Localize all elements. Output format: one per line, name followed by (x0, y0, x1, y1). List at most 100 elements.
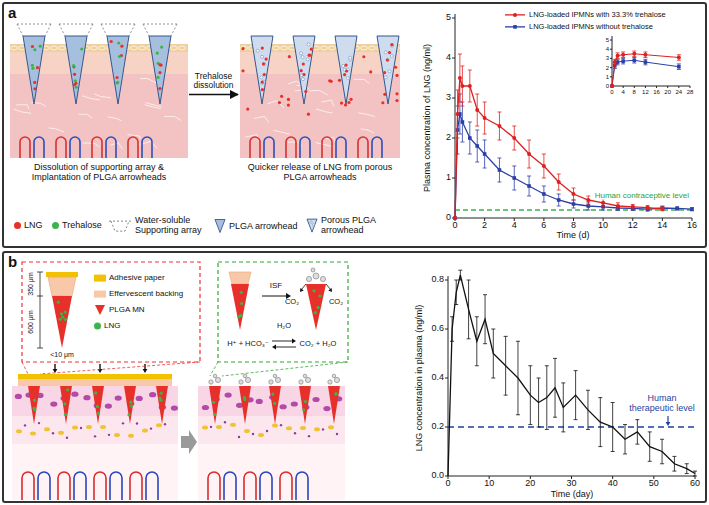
plga-arrowhead (107, 36, 129, 104)
error-cap (504, 336, 508, 337)
arrow-head (328, 288, 332, 292)
pore (261, 81, 264, 84)
drug-dot (271, 392, 274, 395)
supporting-array (17, 24, 51, 25)
error-cap (572, 200, 576, 201)
co2-bubble (275, 377, 280, 382)
drug-dot (335, 392, 338, 395)
released-drug (381, 101, 384, 104)
label-box: 1 (606, 74, 609, 81)
chart-axes (445, 276, 695, 479)
error-cap (572, 208, 576, 209)
data-marker (621, 59, 625, 63)
error-cap (586, 429, 590, 430)
error-cap (483, 134, 487, 135)
drug-dot (156, 51, 159, 54)
legend-item: LNG-loaded IPMNs without trehalose (504, 23, 653, 31)
panel-frame: aDissolution of supporting array & Impla… (2, 2, 707, 248)
tick-label: 2 (606, 64, 609, 70)
error-cap (574, 419, 578, 420)
label-box: 12 (642, 89, 649, 96)
released-drug (394, 66, 397, 69)
dermis (198, 444, 345, 500)
capillary (280, 472, 292, 500)
drug-dot (39, 45, 42, 48)
drug-dot (33, 408, 36, 411)
plga-microneedle (269, 386, 281, 424)
error-cap (458, 270, 462, 271)
arrow-head (666, 422, 671, 426)
error-cap (572, 200, 576, 201)
pore (388, 70, 391, 73)
reference-label: Human contraceptive level (594, 191, 690, 200)
error-cap (611, 451, 615, 452)
drug-dot (383, 71, 386, 74)
skin-cell (44, 427, 50, 431)
legend-text: PLGA arrowhead (229, 221, 298, 231)
tick-mark (452, 18, 455, 19)
released-drug (308, 54, 311, 57)
error-cap (512, 150, 516, 151)
supporting-array (87, 24, 93, 36)
skin-cell (58, 431, 64, 435)
arrow-head (53, 369, 58, 373)
drug-dot (158, 71, 161, 74)
chemical-label: H₂O (277, 321, 291, 330)
error-cap (557, 174, 561, 175)
panel-b-figure (22, 262, 348, 454)
label-box: 20 (664, 89, 671, 96)
error-cap (623, 424, 627, 425)
skin-cell (230, 423, 236, 427)
data-marker (660, 207, 664, 211)
data-marker (512, 176, 516, 180)
axis-title: Plasma concentration of LNG (ng/ml) (422, 44, 432, 192)
data-marker (644, 60, 648, 64)
error-cap (527, 168, 531, 169)
dimension-label: 600 μm (27, 310, 34, 334)
co2-bubble (332, 374, 336, 378)
skin-cell (136, 396, 143, 401)
drug-dot (117, 41, 120, 44)
skin-cell (52, 432, 54, 434)
data-line (612, 54, 679, 86)
data-marker (632, 52, 636, 56)
co2-bubble (213, 374, 217, 378)
skin-cell (59, 46, 66, 50)
skin-cell (15, 394, 22, 399)
plga-microneedle (231, 284, 249, 330)
error-cap (458, 54, 462, 55)
drug-dot (390, 43, 393, 46)
capillary (94, 472, 106, 500)
data-marker (646, 206, 650, 210)
chemical-label: CO₂ + H₂O (300, 339, 337, 348)
error-cap (491, 329, 495, 330)
error-cap (537, 427, 541, 428)
data-marker (475, 108, 479, 112)
axis-title: Time (day) (551, 489, 594, 499)
pore (313, 224, 315, 226)
error-cap (672, 471, 676, 472)
skin-illustration (12, 374, 178, 500)
data-marker (460, 84, 464, 88)
data-marker (616, 204, 620, 208)
plga-microneedle (328, 386, 340, 424)
error-cap (483, 343, 487, 344)
skin-cell (91, 46, 98, 50)
skin-cell (179, 46, 186, 50)
error-cap (458, 134, 462, 135)
released-drug (349, 98, 352, 101)
skin-cell (224, 421, 226, 423)
error-cap (621, 57, 625, 58)
drug-dot (345, 69, 348, 72)
tissue-line (94, 94, 111, 98)
data-series (448, 270, 697, 476)
arrowhead-symbol (307, 220, 317, 233)
drug-dot (74, 82, 77, 85)
tick-mark (610, 49, 612, 50)
error-cap (460, 66, 464, 67)
skin-cell (273, 46, 280, 50)
released-drug (362, 55, 365, 58)
tick-label: 4 (606, 46, 609, 52)
legend-text: PLGA MN (109, 306, 145, 315)
skin-cell (16, 429, 22, 433)
